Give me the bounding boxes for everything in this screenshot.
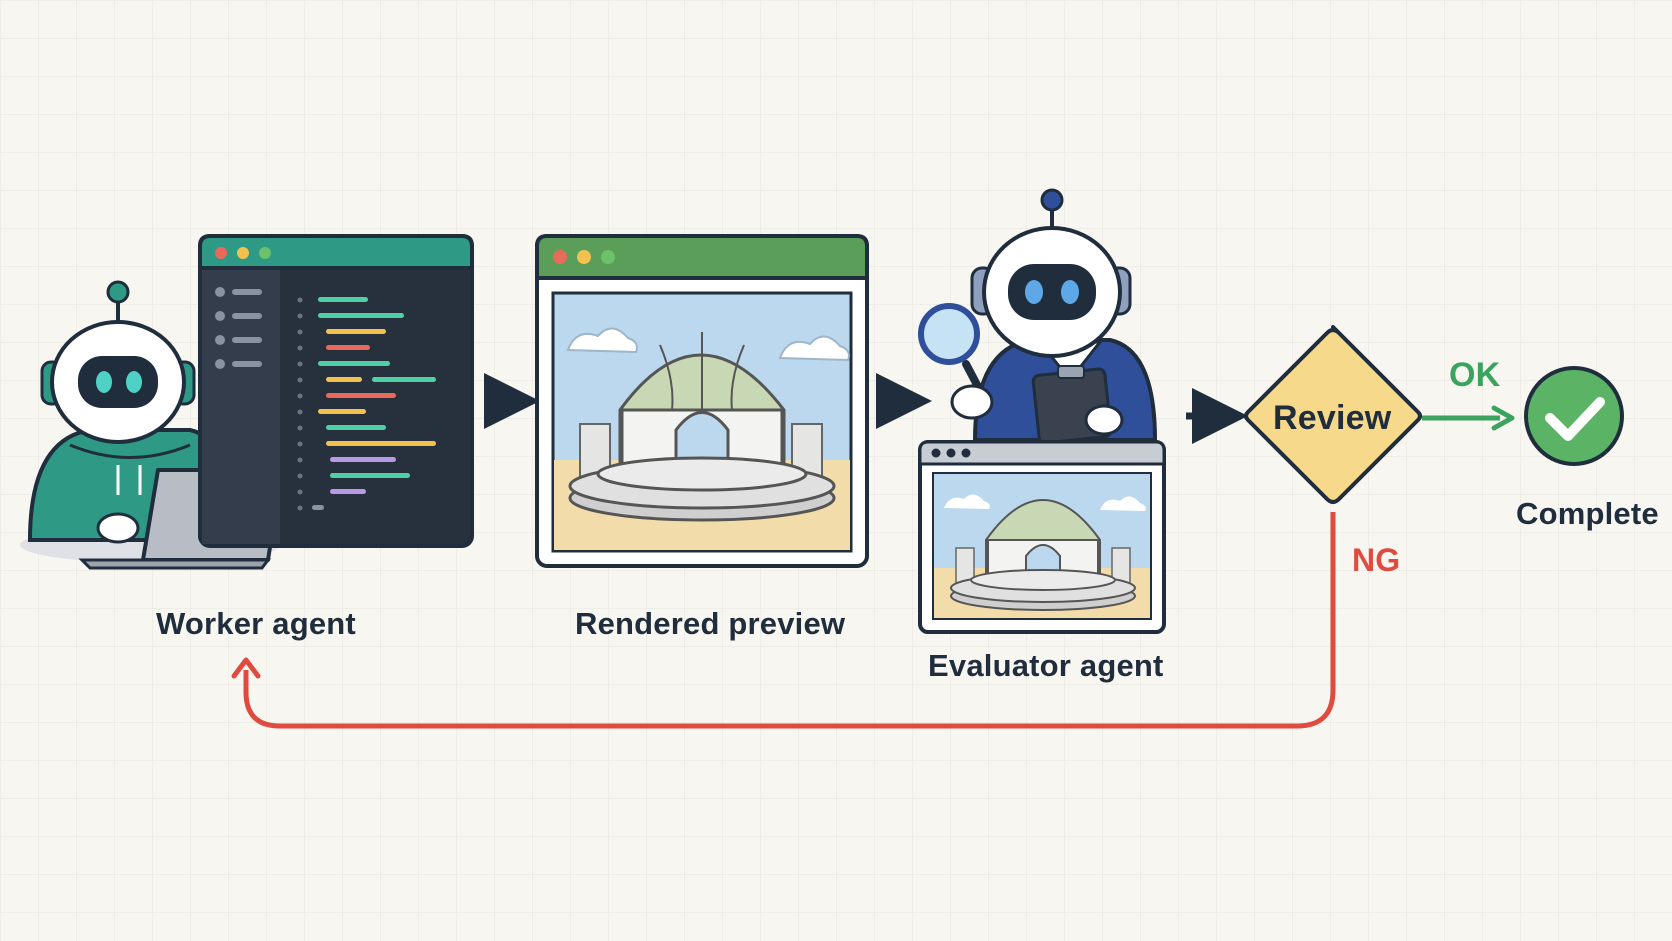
complete-label: Complete <box>1516 496 1659 531</box>
check-circle-icon <box>1524 366 1624 466</box>
evaluator-agent-label: Evaluator agent <box>928 648 1164 683</box>
code-editor-window-icon <box>198 234 474 548</box>
rendered-preview-label: Rendered preview <box>575 606 846 641</box>
ok-label: OK <box>1449 356 1501 394</box>
evaluator-preview-window-icon <box>918 440 1166 634</box>
ng-label: NG <box>1352 542 1401 578</box>
preview-window-icon <box>535 234 869 568</box>
ng-loop-arrow <box>243 512 1336 729</box>
worker-agent-label: Worker agent <box>156 606 356 641</box>
worker-robot-icon <box>20 280 284 570</box>
review-label: Review <box>1273 399 1392 437</box>
review-diamond <box>1244 325 1422 504</box>
evaluator-robot-icon <box>918 188 1158 445</box>
